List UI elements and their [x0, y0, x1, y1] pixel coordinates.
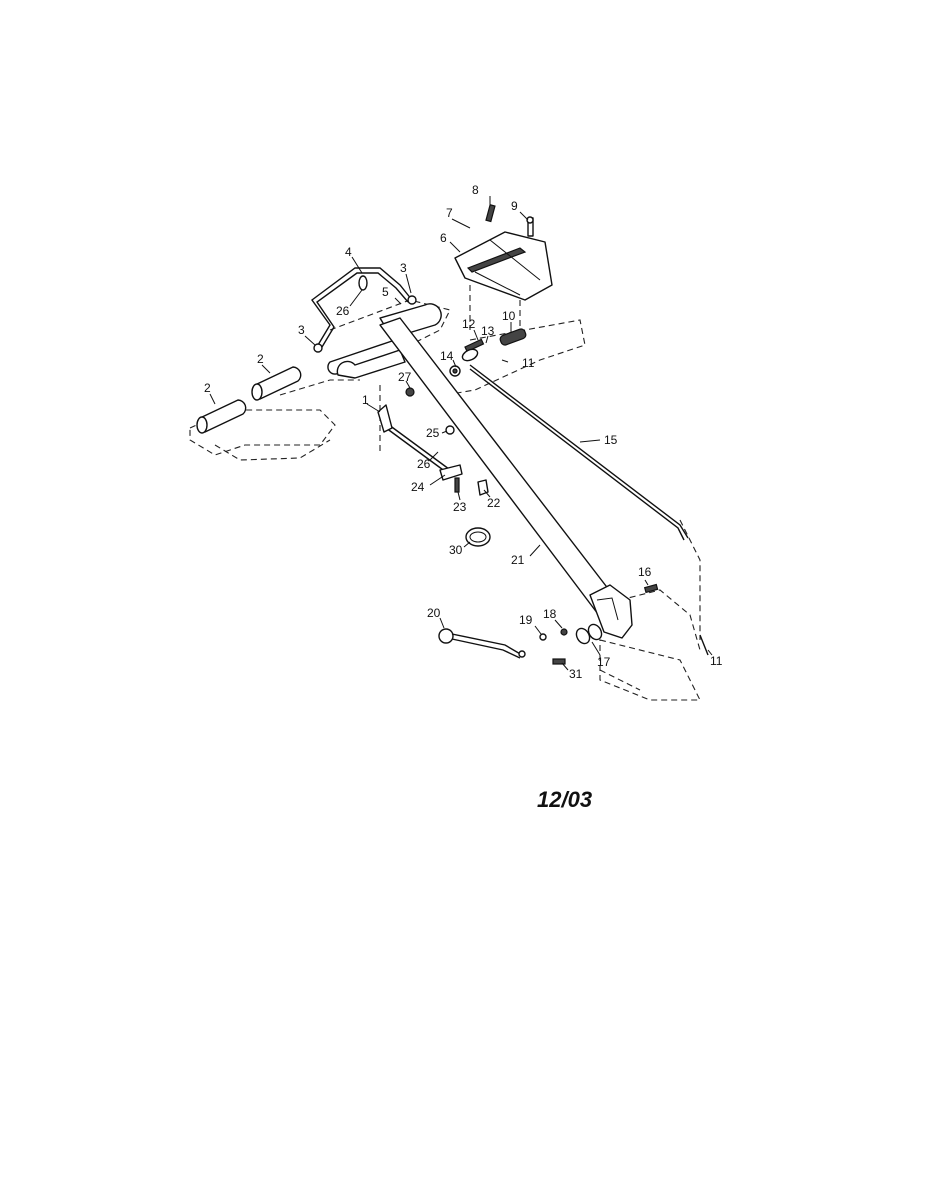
callout-9: 9 [511, 199, 518, 213]
callout-21: 21 [511, 553, 525, 567]
callout-2: 2 [257, 352, 264, 366]
callout-19: 19 [519, 613, 533, 627]
callout-18: 18 [543, 607, 557, 621]
callout-10: 10 [502, 309, 516, 323]
callout-31: 31 [569, 667, 583, 681]
callout-8: 8 [472, 183, 479, 197]
screw-9 [526, 216, 534, 237]
callout-26: 26 [417, 457, 431, 471]
callout-2: 2 [204, 381, 211, 395]
shift-rod [469, 364, 689, 541]
callout-11: 11 [522, 356, 535, 370]
callout-3: 3 [400, 261, 407, 275]
callout-12: 12 [462, 317, 476, 331]
callout-7: 7 [446, 206, 453, 220]
callout-23: 23 [453, 500, 467, 514]
callout-22: 22 [487, 496, 501, 510]
hose-clamp [465, 527, 491, 547]
callout-4: 4 [345, 245, 352, 259]
lower-hardware [539, 583, 709, 665]
callout-11: 11 [710, 654, 723, 668]
callout-15: 15 [604, 433, 618, 447]
leader-lines [209, 196, 713, 671]
callout-17: 17 [597, 655, 611, 669]
callout-16: 16 [638, 565, 652, 579]
pivot-hardware [449, 338, 485, 377]
callout-13: 13 [481, 324, 495, 338]
control-console [454, 231, 553, 301]
callout-6: 6 [440, 231, 447, 245]
callout-25: 25 [426, 426, 440, 440]
handle-grip-right [251, 366, 302, 401]
callout-20: 20 [427, 606, 441, 620]
date-stamp: 12/03 [537, 787, 592, 812]
callout-14: 14 [440, 349, 454, 363]
upper-handlebar [311, 267, 417, 353]
shift-lever [438, 628, 526, 659]
handle-tube [379, 317, 633, 639]
callout-1: 1 [362, 393, 369, 407]
callout-5: 5 [382, 285, 389, 299]
callout-labels: 1 2 2 3 3 4 5 6 7 8 9 10 11 11 12 13 14 … [204, 183, 723, 681]
screw-8 [485, 204, 496, 223]
clutch-cable [377, 387, 489, 496]
handle-grip-left [196, 399, 247, 434]
callout-30: 30 [449, 543, 463, 557]
dashed-reference-outlines [189, 285, 701, 701]
callout-27: 27 [398, 370, 412, 384]
callout-24: 24 [411, 480, 425, 494]
spring-10 [499, 328, 527, 346]
callout-3: 3 [298, 323, 305, 337]
callout-26: 26 [336, 304, 350, 318]
